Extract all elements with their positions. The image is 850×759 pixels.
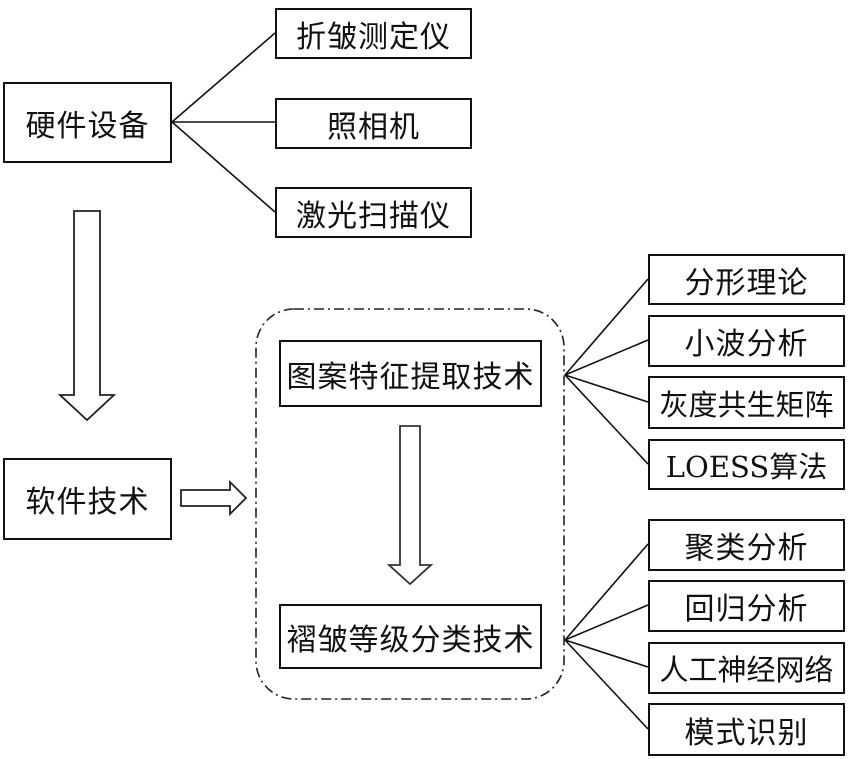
hardware-item-label: 照相机 <box>327 109 420 145</box>
feature-method-label: 小波分析 <box>684 327 809 362</box>
classification-method-box: 人工神经网络 <box>648 642 845 694</box>
connector-line <box>564 339 649 376</box>
classification-method-label: 回归分析 <box>684 592 809 627</box>
connector-line <box>564 374 649 403</box>
connector-line <box>564 278 649 376</box>
feature-extraction-box: 图案特征提取技术 <box>279 340 542 407</box>
hardware-item-box: 激光扫描仪 <box>275 187 472 238</box>
software-box: 软件技术 <box>3 458 172 540</box>
classification-method-label: 模式识别 <box>684 715 809 751</box>
connector-line <box>564 639 649 730</box>
feature-method-label: 分形理论 <box>684 265 809 301</box>
classification-connectors <box>564 543 649 730</box>
feature-method-box: 分形理论 <box>648 254 845 305</box>
hardware-item-label: 激光扫描仪 <box>296 198 451 234</box>
right-arrow-icon <box>180 479 248 517</box>
hardware-label: 硬件设备 <box>25 108 150 144</box>
feature-connectors <box>564 278 649 465</box>
classification-method-label: 聚类分析 <box>684 531 809 566</box>
connector-line <box>564 543 649 641</box>
hardware-connectors <box>171 32 276 213</box>
software-label: 软件技术 <box>25 485 150 520</box>
feature-method-box: LOESS算法 <box>648 439 845 490</box>
feature-method-box: 小波分析 <box>648 315 845 367</box>
connector-line <box>171 121 276 213</box>
classification-method-box: 聚类分析 <box>648 519 845 571</box>
feature-extraction-label: 图案特征提取技术 <box>286 359 535 395</box>
feature-method-label: 灰度共生矩阵 <box>659 387 834 422</box>
grade-classification-label: 褶皱等级分类技术 <box>286 622 535 658</box>
software-group-container <box>255 308 565 700</box>
connector-line <box>564 639 649 668</box>
hardware-item-label: 折皱测定仪 <box>296 19 451 55</box>
hardware-item-box: 照相机 <box>275 98 472 149</box>
connector-line <box>171 32 276 123</box>
grade-classification-box: 褶皱等级分类技术 <box>279 604 542 669</box>
classification-method-box: 模式识别 <box>648 703 845 756</box>
classification-method-label: 人工神经网络 <box>659 653 834 687</box>
connector-line <box>564 374 649 465</box>
feature-method-label: LOESS算法 <box>665 449 828 484</box>
down-arrow-icon <box>386 425 434 586</box>
down-arrow-icon <box>57 210 117 422</box>
feature-method-box: 灰度共生矩阵 <box>648 376 845 429</box>
connector-line <box>564 604 649 641</box>
classification-method-box: 回归分析 <box>648 580 845 632</box>
hardware-box: 硬件设备 <box>3 82 172 163</box>
hardware-item-box: 折皱测定仪 <box>275 8 472 59</box>
